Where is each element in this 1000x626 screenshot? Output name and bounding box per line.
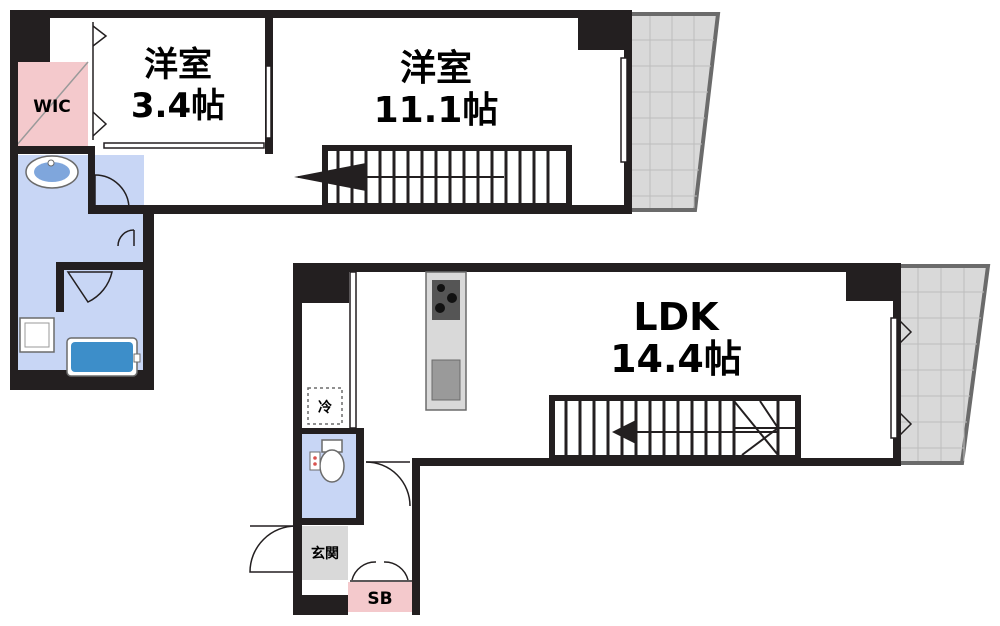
room-small-size: 3.4帖 [131, 86, 225, 126]
ldk-name: LDK [633, 295, 720, 339]
washing-machine-icon [19, 317, 55, 353]
fridge-space [307, 387, 343, 425]
stairs-upper [294, 145, 572, 209]
shoe-box-label: SB [367, 589, 392, 609]
walls-upper [10, 10, 632, 390]
entrance-area [302, 526, 348, 580]
ldk-size: 14.4帖 [610, 337, 742, 381]
stairs-lower [549, 395, 801, 461]
room-small-name: 洋室 [144, 45, 212, 85]
balcony-upper [626, 12, 721, 212]
entrance-label: 玄関 [311, 545, 339, 562]
room-large-size: 11.1帖 [374, 90, 499, 131]
kitchen-counter [425, 271, 467, 411]
room-large-name: 洋室 [400, 48, 472, 89]
fridge-label: 冷 [318, 399, 332, 416]
washbasin-icon [25, 155, 79, 189]
windows [265, 57, 898, 439]
balcony-lower [893, 264, 991, 465]
doors [66, 22, 913, 582]
wic-label: WIC [33, 97, 71, 117]
bathtub-icon [66, 337, 141, 377]
toilet-icon [309, 439, 345, 483]
shoe-box-area [348, 582, 412, 612]
